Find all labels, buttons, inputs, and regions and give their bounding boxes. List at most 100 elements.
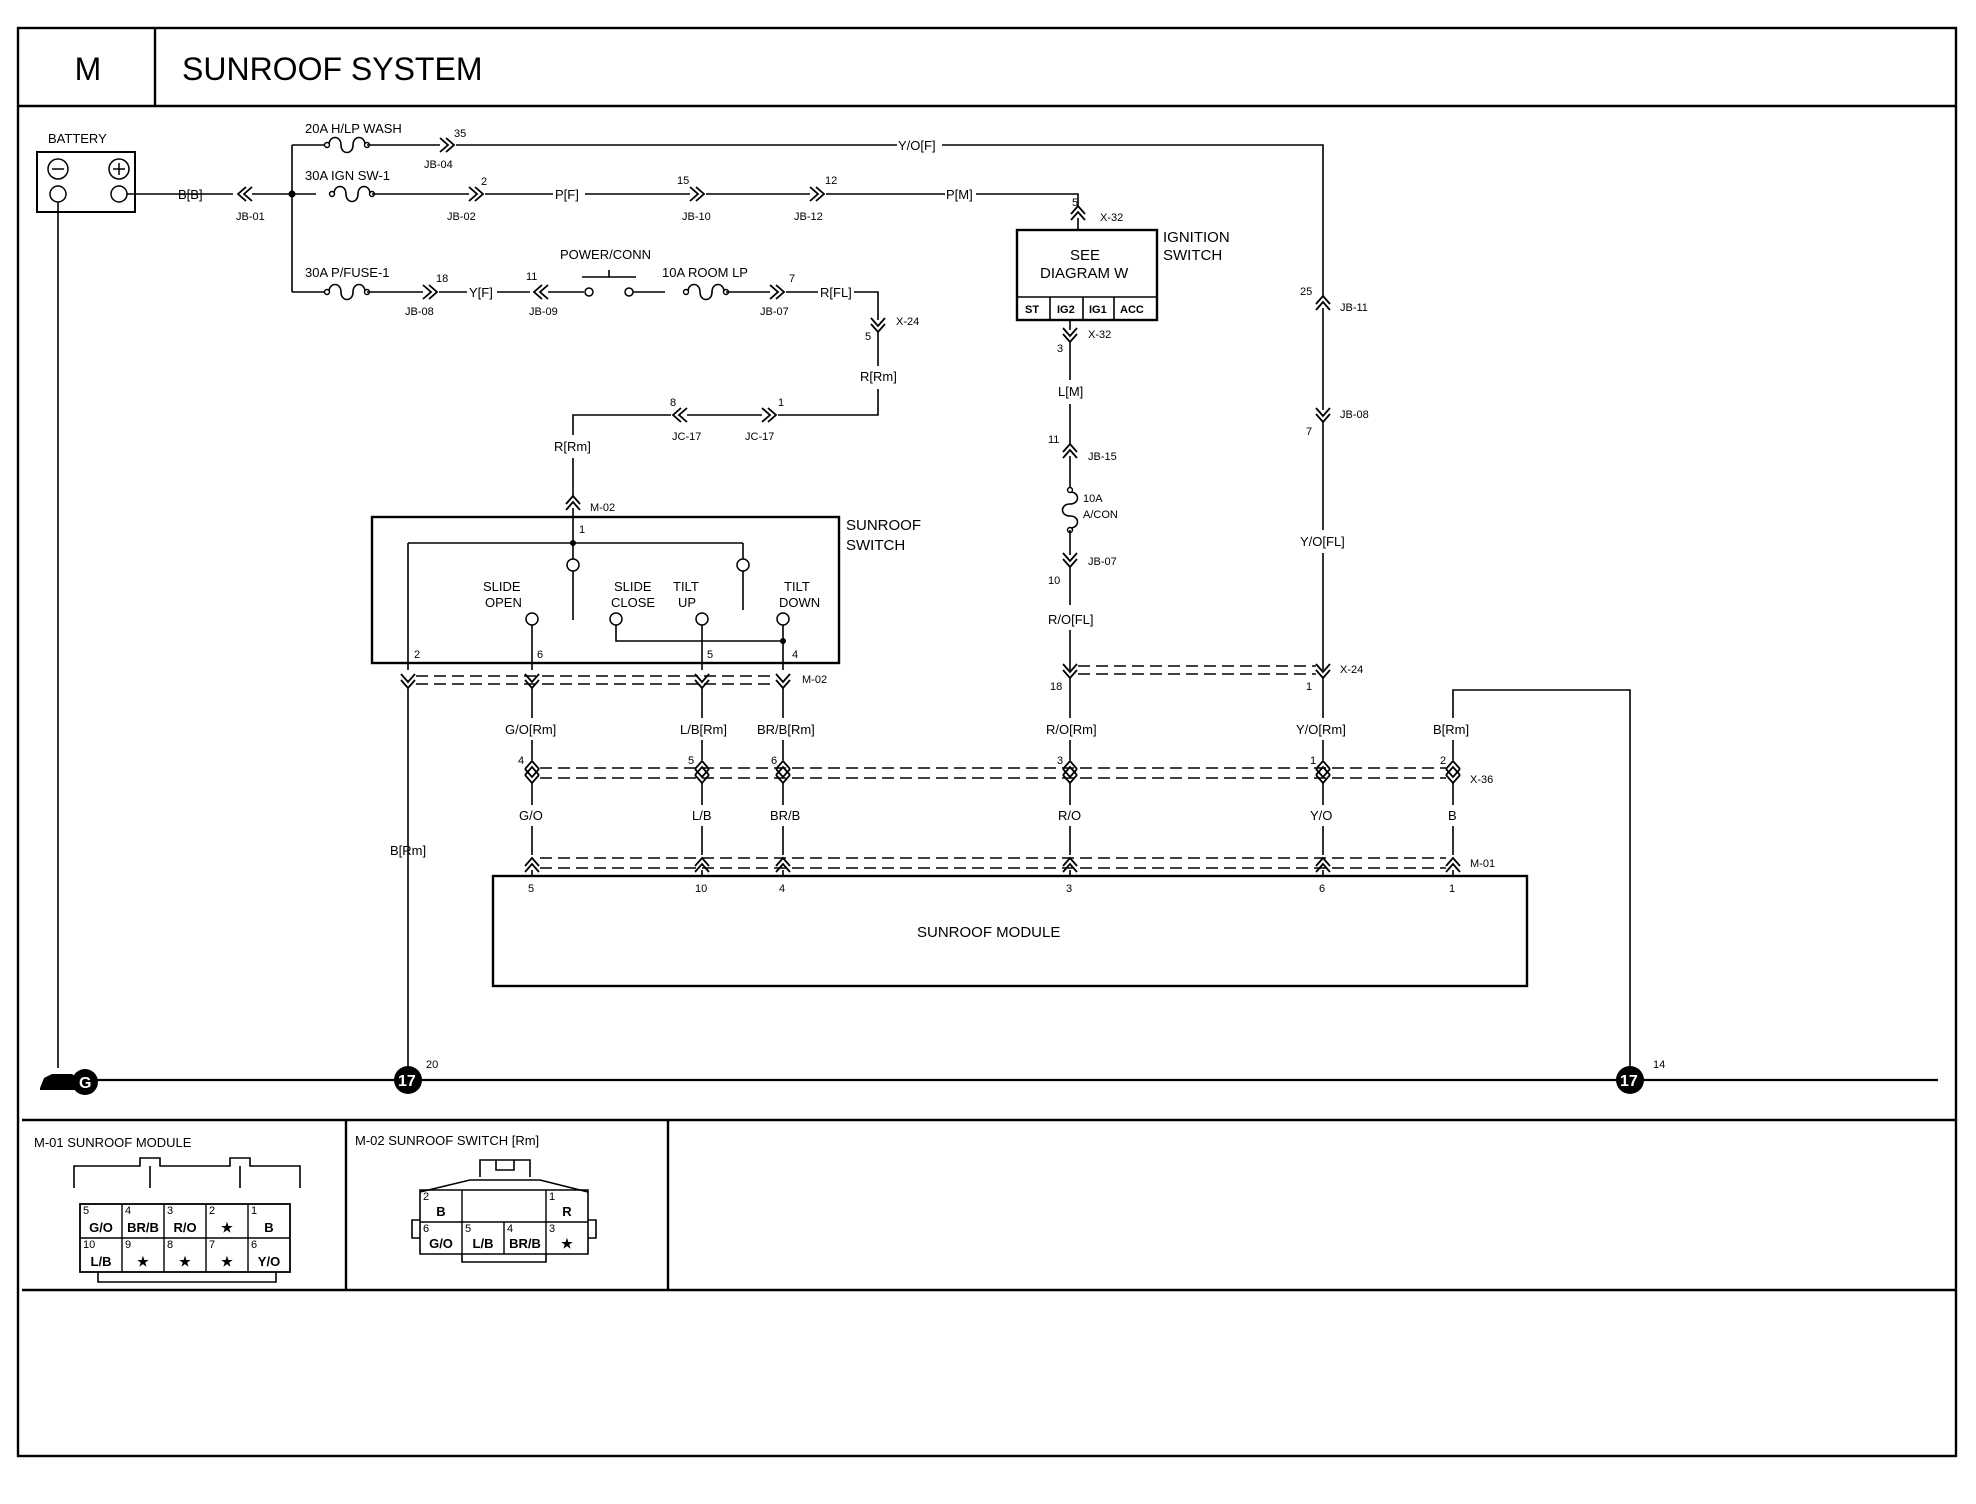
connector-label: JB-10 — [682, 211, 711, 223]
cavity-wire-color: B — [436, 1204, 445, 1219]
pin-number: 5 — [707, 649, 713, 661]
connector-label: M-02 — [802, 674, 827, 686]
pin-number: 5 — [865, 331, 871, 343]
connector-label: JB-12 — [794, 211, 823, 223]
pin-number: 1 — [579, 524, 585, 536]
cavity-wire-color: R — [562, 1204, 572, 1219]
cavity-wire-color: ★ — [137, 1254, 149, 1269]
ground-letter: G — [79, 1075, 91, 1092]
ground-symbol: G — [40, 1069, 98, 1095]
wire-label: Y[F] — [469, 285, 493, 300]
connector-label: X-32 — [1100, 212, 1123, 224]
fuse-label: 10A ROOM LP — [662, 265, 748, 280]
component-label: SWITCH — [846, 537, 905, 554]
switch-position-label: OPEN — [485, 595, 522, 610]
wire-label: Y/O[Rm] — [1296, 722, 1346, 737]
cavity-pin-number: 1 — [549, 1191, 555, 1203]
battery-label: BATTERY — [48, 131, 107, 146]
wire-label: R/O[Rm] — [1046, 722, 1097, 737]
pin-number: 12 — [825, 175, 837, 187]
connector-label: X-32 — [1088, 329, 1111, 341]
cavity-wire-color: G/O — [89, 1220, 113, 1235]
ignition-see: SEE — [1070, 247, 1100, 264]
component-label: SWITCH — [1163, 247, 1222, 264]
wire-label: BR/B — [770, 808, 800, 823]
connector-label: X-24 — [896, 316, 919, 328]
connector-label: JB-02 — [447, 211, 476, 223]
wire-label: R/O[FL] — [1048, 612, 1094, 627]
cavity-pin-number: 6 — [251, 1239, 257, 1251]
switch-position-label: SLIDE — [483, 579, 521, 594]
cavity-pin-number: 5 — [465, 1223, 471, 1235]
wire-label: BR/B[Rm] — [757, 722, 815, 737]
pin-number: 18 — [1050, 681, 1062, 693]
connector-label: JB-08 — [1340, 409, 1369, 421]
cavity-pin-number: 2 — [423, 1191, 429, 1203]
component-label: SUNROOF — [846, 517, 921, 534]
wire-label: B[Rm] — [1433, 722, 1469, 737]
cavity-pin-number: 5 — [83, 1205, 89, 1217]
pin-number: 1 — [778, 397, 784, 409]
fuse — [323, 136, 371, 154]
connector-label: JB-09 — [529, 306, 558, 318]
pin-number: 1 — [1449, 883, 1455, 895]
pin-number: 5 — [1072, 197, 1078, 209]
wire-label: L/B — [692, 808, 712, 823]
pin-number: 7 — [1306, 426, 1312, 438]
pin-number: 11 — [526, 271, 537, 283]
pin-number: 15 — [677, 175, 689, 187]
wire-label: R[Rm] — [860, 369, 897, 384]
pin-number: 3 — [1057, 343, 1063, 355]
fuse — [323, 283, 371, 301]
ground-node: 17 20 — [394, 1059, 438, 1094]
switch-position-label: DOWN — [779, 595, 820, 610]
cavity-pin-number: 7 — [209, 1239, 215, 1251]
pin-number: 4 — [792, 649, 798, 661]
fuse-label: 10A — [1083, 493, 1103, 505]
ignition-position: ACC — [1120, 304, 1144, 316]
sunroof-module: SUNROOF MODULE 5 10 4 3 6 1 — [491, 874, 1529, 988]
fuse-label: 30A P/FUSE-1 — [305, 265, 390, 280]
module-label: SUNROOF MODULE — [917, 924, 1060, 941]
cavity-pin-number: 9 — [125, 1239, 131, 1251]
connector-label: JB-04 — [424, 159, 453, 171]
wire-label: Y/O — [1310, 808, 1332, 823]
pin-number: 8 — [670, 397, 676, 409]
fuse — [1061, 486, 1079, 534]
connector-label: M-01 — [1470, 858, 1495, 870]
cavity-wire-color: B — [264, 1220, 273, 1235]
cavity-wire-color: G/O — [429, 1236, 453, 1251]
wire-label: P[M] — [946, 187, 973, 202]
pin-number: 10 — [1048, 575, 1060, 587]
fuse — [328, 185, 376, 203]
wire-label: R[Rm] — [554, 439, 591, 454]
connector-label: JC-17 — [745, 431, 774, 443]
pin-number: 5 — [528, 883, 534, 895]
wire-label: G/O[Rm] — [505, 722, 556, 737]
cavity-wire-color: R/O — [173, 1220, 196, 1235]
pin-number: 3 — [1066, 883, 1072, 895]
switch-position-label: SLIDE — [614, 579, 652, 594]
ground-node-number: 17 — [1620, 1073, 1638, 1090]
pin-number: 5 — [688, 755, 694, 767]
cavity-pin-number: 3 — [167, 1205, 173, 1217]
pin-number: 10 — [695, 883, 707, 895]
connector-label: JB-15 — [1088, 451, 1117, 463]
ignition-switch: SEE DIAGRAM W ST IG2 IG1 ACC — [1015, 228, 1159, 322]
power-conn-switch — [582, 270, 636, 297]
wire-label: B — [1448, 808, 1457, 823]
cavity-pin-number: 4 — [507, 1223, 513, 1235]
pin-number: 2 — [414, 649, 420, 661]
cavity-wire-color: Y/O — [258, 1254, 280, 1269]
cavity-pin-number: 1 — [251, 1205, 257, 1217]
connector-label: JB-07 — [760, 306, 789, 318]
wire-label: L/B[Rm] — [680, 722, 727, 737]
connector-label: JC-17 — [672, 431, 701, 443]
cavity-wire-color: L/B — [91, 1254, 112, 1269]
wire-label: G/O — [519, 808, 543, 823]
ignition-position: IG1 — [1089, 304, 1107, 316]
fuse-label: 30A IGN SW-1 — [305, 168, 390, 183]
connector-label: X-36 — [1470, 774, 1493, 786]
